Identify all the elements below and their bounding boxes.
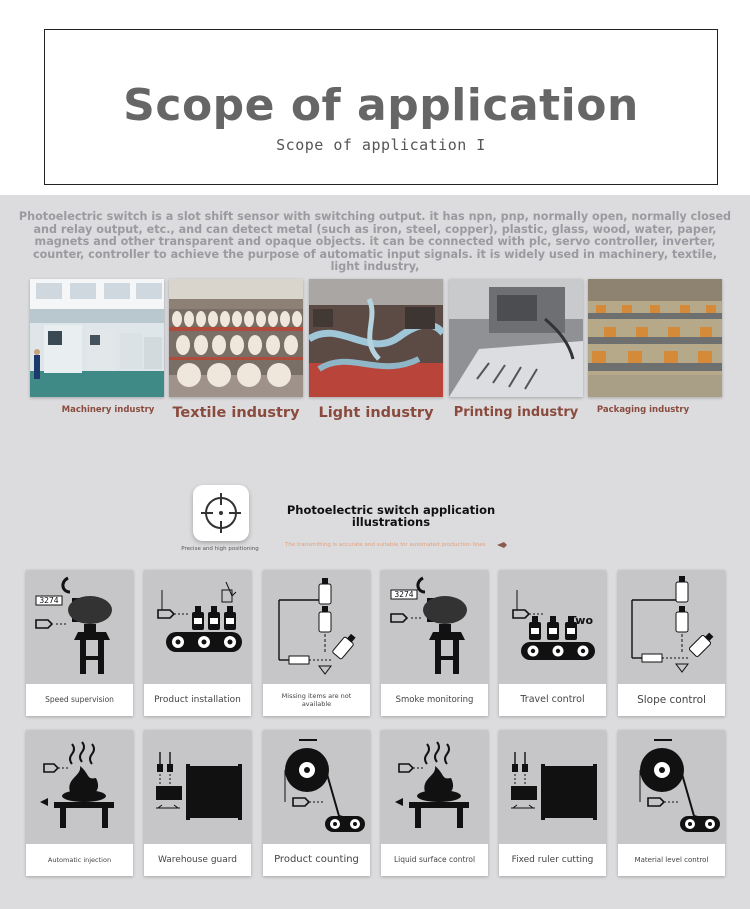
app-card-speed-supervision: 3274 Speed supervision [26, 570, 133, 716]
machinery-photo [30, 279, 164, 397]
light-industry-photo [309, 279, 443, 397]
target-crosshair-icon [193, 485, 249, 541]
warehouse-door-icon [156, 752, 242, 820]
app-card-travel-control: Two Travel control [499, 570, 606, 716]
missing-bottle-icon [278, 578, 356, 675]
app-label: Liquid surface control [381, 844, 488, 876]
product-description: Photoelectric switch is a slot shift sen… [18, 210, 732, 274]
reel-counting-icon [284, 739, 365, 832]
industry-label-packaging: Packaging industry [596, 405, 690, 415]
app-label: Product installation [144, 684, 251, 716]
speed-readout: 3274 [39, 596, 58, 605]
grinder-speed-icon: 3274 [35, 576, 112, 674]
bottle-conveyor-icon [157, 581, 242, 652]
grinder-smoke-icon: 3274 [390, 576, 467, 674]
app-label: Product counting [263, 844, 370, 876]
app-card-liquid-surface-control: Liquid surface control [381, 730, 488, 876]
tilted-bottle-icon [631, 576, 714, 673]
app-label: Missing items are not available [263, 684, 370, 716]
textile-photo [169, 279, 303, 397]
flame-liquid-icon [395, 741, 469, 828]
app-label: Automatic injection [26, 844, 133, 876]
illustrations-subtitle: The transmitting is accurate and suitabl… [285, 542, 486, 548]
app-label: Warehouse guard [144, 844, 251, 876]
app-label: Slope control [618, 684, 725, 716]
app-label: Speed supervision [26, 684, 133, 716]
smoke-readout: 3274 [394, 590, 413, 599]
page-subtitle: Scope of application I [276, 136, 486, 154]
icon-caption: Precise and high positioning [181, 546, 259, 552]
app-label: Fixed ruler cutting [499, 844, 606, 876]
app-card-automatic-injection: Automatic injection [26, 730, 133, 876]
industry-label-printing: Printing industry [453, 405, 579, 420]
app-card-material-level-control: Material level control [618, 730, 725, 876]
app-card-warehouse-guard: Warehouse guard [144, 730, 251, 876]
app-card-missing-items: Missing items are not available [263, 570, 370, 716]
app-card-slope-control: Slope control [618, 570, 725, 716]
page-title: Scope of application [123, 80, 639, 131]
content-panel: Photoelectric switch is a slot shift sen… [0, 195, 750, 909]
illustrations-title: Photoelectric switch application illustr… [286, 503, 496, 529]
header-box: Scope of application Scope of applicatio… [44, 29, 718, 185]
app-card-fixed-ruler-cutting: Fixed ruler cutting [499, 730, 606, 876]
industry-label-light: Light industry [318, 405, 434, 421]
pointer-icon [497, 542, 507, 548]
app-label: Material level control [618, 844, 725, 876]
app-card-product-installation: Product installation [144, 570, 251, 716]
travel-note: Two [569, 614, 593, 627]
packaging-photo [588, 279, 722, 397]
app-label: Smoke monitoring [381, 684, 488, 716]
industry-label-textile: Textile industry [172, 405, 300, 421]
app-label: Travel control [499, 684, 606, 716]
app-card-smoke-monitoring: 3274 Smoke monitoring [381, 570, 488, 716]
flame-table-icon [40, 741, 114, 828]
ruler-cutting-icon [511, 752, 597, 820]
reel-level-icon [639, 739, 720, 832]
bottle-conveyor-travel-icon: Two [512, 590, 595, 660]
industry-label-machinery: Machinery industry [61, 405, 155, 415]
app-card-product-counting: Product counting [263, 730, 370, 876]
printing-photo [449, 279, 583, 397]
